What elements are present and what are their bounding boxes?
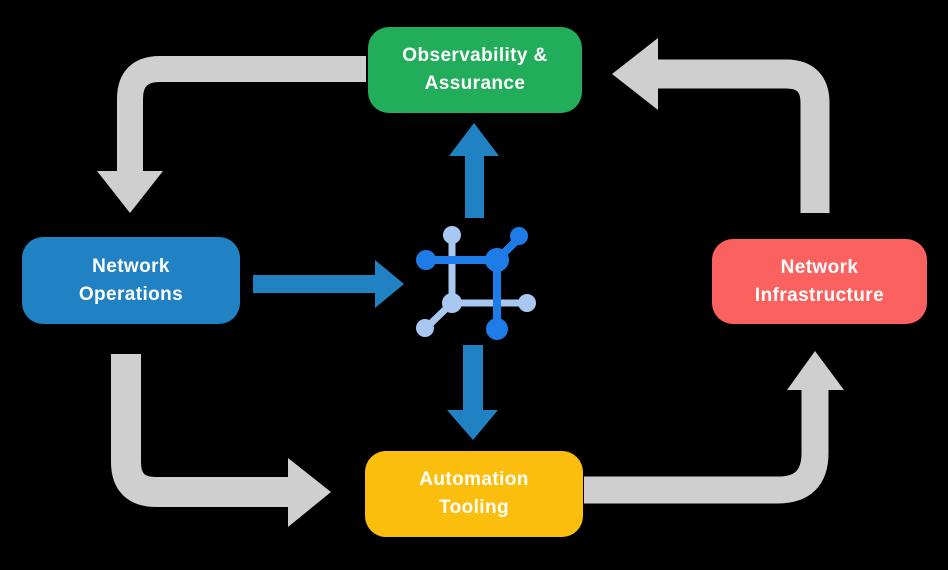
network-automation-icon <box>416 226 536 340</box>
node-label-line: Automation <box>419 469 529 491</box>
arrow-center-to-automation <box>447 345 498 440</box>
node-network-operations: Network Operations <box>22 237 240 324</box>
node-label-line: Assurance <box>424 73 526 94</box>
node-label-line: Tooling <box>439 497 509 518</box>
node-label-line: Observability & <box>402 45 548 67</box>
arrow-automation-to-infrastructure <box>584 351 844 504</box>
node-label-line: Infrastructure <box>754 284 885 306</box>
arrow-operations-to-center <box>253 260 404 308</box>
node-label-line: Operations <box>78 283 184 305</box>
arrow-operations-to-automation <box>111 354 331 527</box>
node-observability-assurance: Observability & Assurance <box>368 27 582 113</box>
node-automation-tooling: Automation Tooling <box>365 451 583 537</box>
node-label-line: Network <box>780 256 859 278</box>
node-label-line: Network <box>92 255 170 277</box>
arrow-infrastructure-to-observability <box>612 38 830 213</box>
arrow-center-to-observability <box>449 123 499 218</box>
arrow-observability-to-operations <box>97 56 366 213</box>
node-network-infrastructure: Network Infrastructure <box>712 239 927 324</box>
